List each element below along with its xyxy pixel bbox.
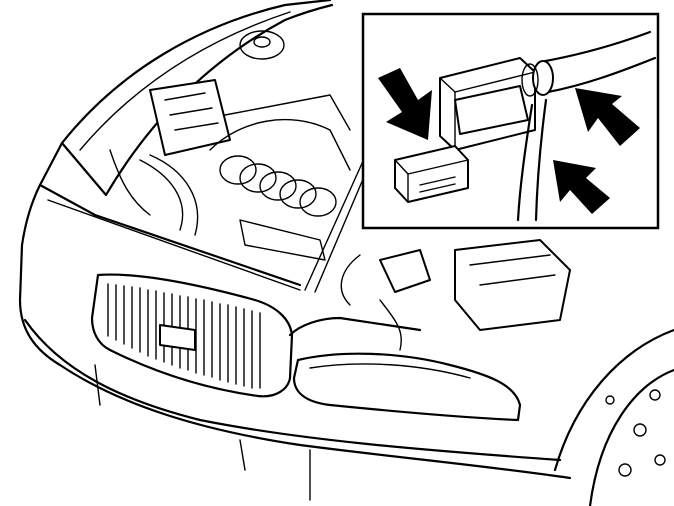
wheel	[553, 328, 674, 506]
front-bumper	[23, 318, 562, 462]
arrow-upper-right	[575, 88, 640, 146]
hose	[521, 30, 657, 97]
grille-emblem	[159, 324, 196, 351]
detail-inset	[361, 12, 660, 230]
engine-compartment	[109, 30, 571, 351]
sensor-wire	[516, 98, 548, 222]
arrow-lower-right	[553, 160, 610, 214]
car-body	[18, 0, 674, 506]
connector	[394, 57, 536, 203]
grille-frame	[90, 273, 294, 398]
arrow-left	[378, 68, 432, 140]
headlight	[292, 352, 522, 422]
